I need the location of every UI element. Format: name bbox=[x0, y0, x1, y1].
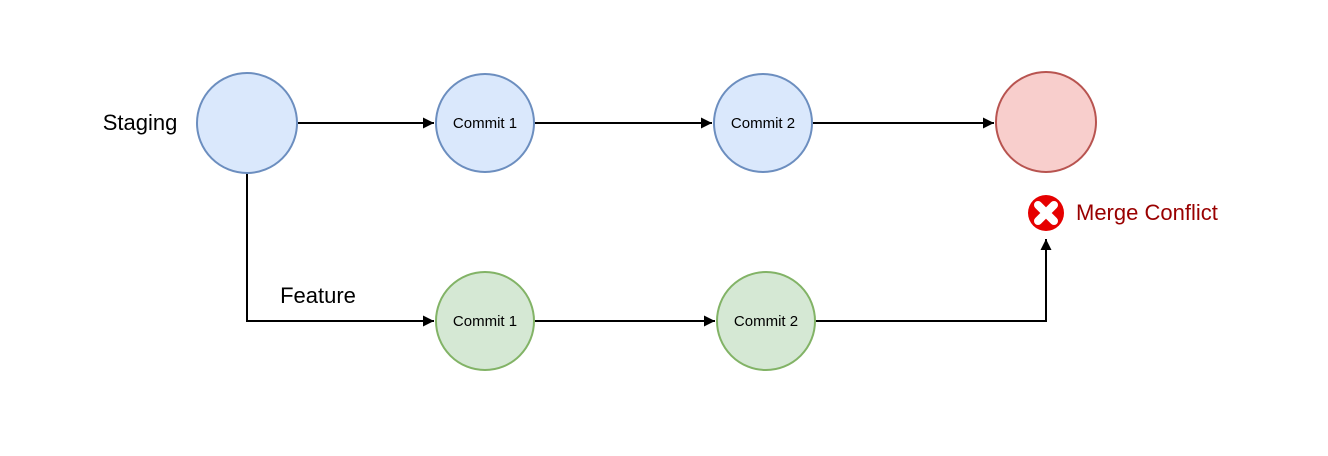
feature-commit1-label: Commit 1 bbox=[453, 313, 517, 330]
edge-feature-commit2-to-merge-conflict bbox=[815, 239, 1052, 322]
merge-conflict-indicator: Merge Conflict bbox=[1028, 195, 1218, 231]
staging-commit2-node: Commit 2 bbox=[713, 73, 813, 173]
feature-commit1-node: Commit 1 bbox=[435, 271, 535, 371]
feature-commit2-label: Commit 2 bbox=[734, 313, 798, 330]
edge-start-to-feature-commit1 bbox=[246, 173, 434, 327]
feature-branch-label: Feature bbox=[280, 283, 356, 308]
feature-commit2-node: Commit 2 bbox=[716, 271, 816, 371]
staging-commit2-circle bbox=[713, 73, 813, 173]
merge-result-circle bbox=[995, 71, 1097, 173]
staging-branch-label: Staging bbox=[103, 110, 178, 135]
merge-result-node bbox=[995, 71, 1097, 173]
feature-commit1-circle bbox=[435, 271, 535, 371]
staging-start-circle bbox=[196, 72, 298, 174]
x-mark-glyph bbox=[1034, 201, 1058, 225]
feature-commit2-circle bbox=[716, 271, 816, 371]
staging-start-node bbox=[196, 72, 298, 174]
staging-commit1-label: Commit 1 bbox=[453, 115, 517, 132]
staging-commit1-node: Commit 1 bbox=[435, 73, 535, 173]
staging-commit2-label: Commit 2 bbox=[731, 115, 795, 132]
staging-commit1-circle bbox=[435, 73, 535, 173]
merge-conflict-label: Merge Conflict bbox=[1076, 200, 1218, 225]
